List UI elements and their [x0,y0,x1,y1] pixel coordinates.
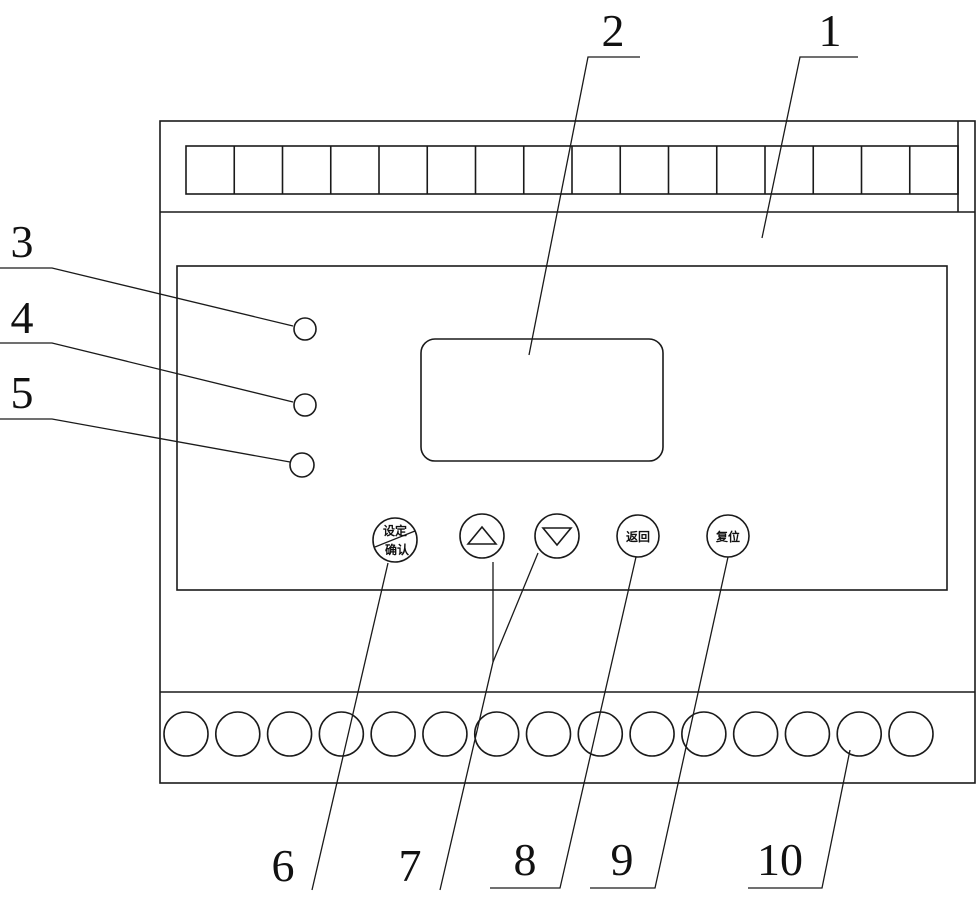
bottom-terminal-row [163,711,934,757]
terminal-screw [888,711,934,757]
callout-6: 6 [272,840,295,891]
set-confirm-button[interactable]: 设定 确认 [372,517,418,563]
display-window [420,338,664,462]
up-button[interactable] [459,513,505,559]
terminal-screw [318,711,365,757]
terminal-screw [473,711,520,757]
terminal-screw [577,711,624,757]
terminal-screw [422,711,468,757]
top-terminal-strip [185,145,959,195]
terminal-screw [681,711,727,757]
triangle-down-icon [541,527,573,547]
indicator-led-3 [293,317,317,341]
terminal-screw [732,711,779,757]
terminal-screw [266,711,313,757]
terminal-screw [836,711,883,757]
back-label: 返回 [626,529,650,544]
terminal-screw [629,711,675,757]
back-button[interactable]: 返回 [616,514,660,558]
terminal-screw [784,711,831,757]
confirm-label: 确认 [385,542,410,557]
terminal-screw [525,711,572,757]
reset-button[interactable]: 复位 [706,514,750,558]
front-panel [176,265,948,591]
down-button[interactable] [534,513,580,559]
callout-4: 4 [11,292,34,343]
terminal-screw [163,711,209,757]
callout-1: 1 [819,5,842,56]
callout-numbers: 1 2 3 4 5 6 7 8 9 10 [11,5,842,891]
callout-7: 7 [399,840,422,891]
terminal-screw [214,711,261,757]
set-label: 设定 [383,523,407,538]
callout-8: 8 [514,834,537,885]
reset-label: 复位 [715,529,740,544]
callout-3: 3 [11,216,34,267]
indicator-led-5 [289,452,315,478]
callout-2: 2 [602,5,625,56]
terminal-screw [370,711,416,757]
callout-5: 5 [11,367,34,418]
indicator-led-4 [293,393,317,417]
callout-9: 9 [611,834,634,885]
device-housing [159,120,976,784]
triangle-up-icon [466,525,498,545]
leader-lines [0,56,858,891]
callout-10: 10 [757,834,803,885]
